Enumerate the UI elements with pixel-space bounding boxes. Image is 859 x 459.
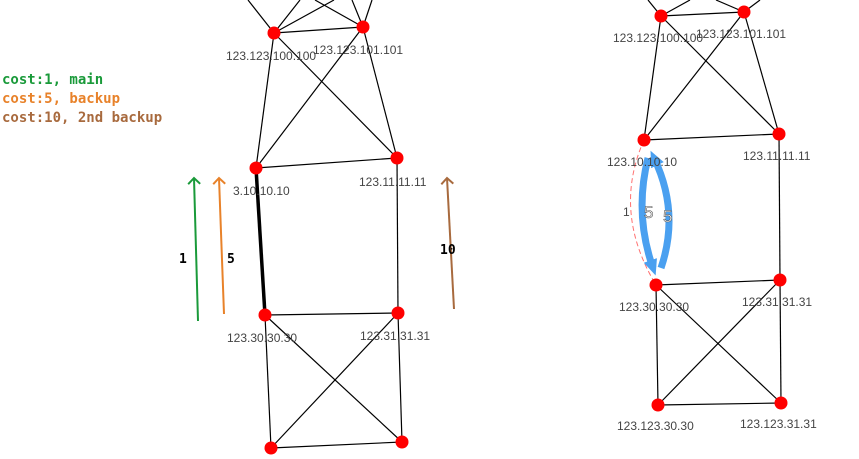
edge (255, 157, 398, 169)
label-123-123-30-30: 123.123.30.30 (617, 419, 694, 433)
flow-label-left: 5 (644, 203, 653, 222)
node-bottom-right (395, 435, 409, 449)
node-123-123-31-31 (774, 396, 788, 410)
flow-label-right: 5 (663, 207, 672, 226)
flow-arrow-down (638, 157, 657, 276)
edge (397, 312, 403, 443)
node-123-123-101-101 (356, 20, 370, 34)
label-123-30-30-30: 123.30.30.30 (619, 300, 689, 314)
edge (273, 0, 301, 34)
label-123-123-31-31: 123.123.31.31 (740, 417, 817, 431)
label-123-123-101-101: 123.123.101.101 (696, 27, 786, 41)
label-123-123-100-100: 123.123.100.100 (613, 31, 703, 45)
edge (264, 314, 403, 443)
label-123-123-100-100: 123.123.100.100 (226, 49, 316, 63)
edge (657, 279, 781, 406)
main-path-edge (254, 167, 267, 316)
left-nodes (249, 20, 409, 455)
edge (657, 402, 782, 406)
node-123-30-30-30 (649, 278, 663, 292)
legend-second-backup: cost:10, 2nd backup (2, 110, 162, 126)
label-123-10-10-10: 123.10.10.10 (607, 155, 677, 169)
backup-cost-arrow (212, 176, 226, 315)
edge (655, 284, 659, 406)
node-123-31-31-31 (773, 273, 787, 287)
edge (270, 441, 403, 449)
edge (362, 26, 398, 159)
backup-cost-label: 5 (227, 252, 235, 267)
right-diagram: 1 5 5 123.123.100.100 123.123.101.101 12… (607, 0, 817, 433)
edge (643, 15, 662, 141)
second-backup-cost-label: 10 (440, 243, 456, 258)
left-edges (247, 0, 403, 449)
edge (655, 284, 782, 404)
edge (264, 314, 272, 449)
label-123-10-10-10: 3.10.10.10 (233, 184, 290, 198)
edge (255, 26, 364, 169)
node-123-10-10-10 (637, 133, 651, 147)
node-123-30-30-30 (258, 308, 272, 322)
right-nodes (637, 5, 788, 412)
node-123-11-11-11 (390, 151, 404, 165)
second-backup-cost-arrow (440, 176, 455, 310)
edge (643, 11, 745, 141)
label-123-123-101-101: 123.123.101.101 (313, 43, 403, 57)
edge (643, 133, 780, 141)
edge (273, 26, 364, 34)
legend-main: cost:1, main (2, 72, 103, 88)
edge (264, 312, 399, 316)
edge (660, 15, 780, 135)
label-123-11-11-11: 123.11.11.11 (359, 175, 427, 189)
label-123-31-31-31: 123.31.31.31 (360, 329, 430, 343)
main-cost-arrow (187, 176, 201, 322)
edge (273, 32, 398, 159)
node-123-123-30-30 (651, 398, 665, 412)
legend-backup: cost:5, backup (2, 91, 120, 107)
edge (396, 157, 399, 314)
node-123-123-100-100 (654, 9, 668, 23)
edge (270, 312, 399, 449)
edge (779, 279, 782, 404)
edge (743, 11, 780, 135)
flow-arrow-up (650, 150, 673, 270)
node-123-11-11-11 (772, 127, 786, 141)
legend: cost:1, main cost:5, backup cost:10, 2nd… (2, 72, 162, 126)
node-123-10-10-10 (249, 161, 263, 175)
dashed-cost-label: 1 (623, 205, 630, 219)
node-123-31-31-31 (391, 306, 405, 320)
node-123-123-101-101 (737, 5, 751, 19)
edge (314, 0, 364, 28)
right-edges (643, 0, 782, 406)
edge (247, 0, 275, 34)
label-123-11-11-11: 123.11.11.11 (743, 149, 811, 163)
edge (778, 133, 781, 281)
edge (655, 279, 781, 286)
node-123-123-100-100 (267, 26, 281, 40)
left-diagram: 1 5 10 123.123.100.100 123.123.101.101 3… (179, 0, 456, 455)
edge (255, 32, 275, 169)
edge (660, 11, 745, 17)
node-bottom-left (264, 441, 278, 455)
label-123-30-30-30: 123.30.30.30 (227, 331, 297, 345)
label-123-31-31-31: 123.31.31.31 (742, 295, 812, 309)
main-cost-label: 1 (179, 252, 187, 267)
